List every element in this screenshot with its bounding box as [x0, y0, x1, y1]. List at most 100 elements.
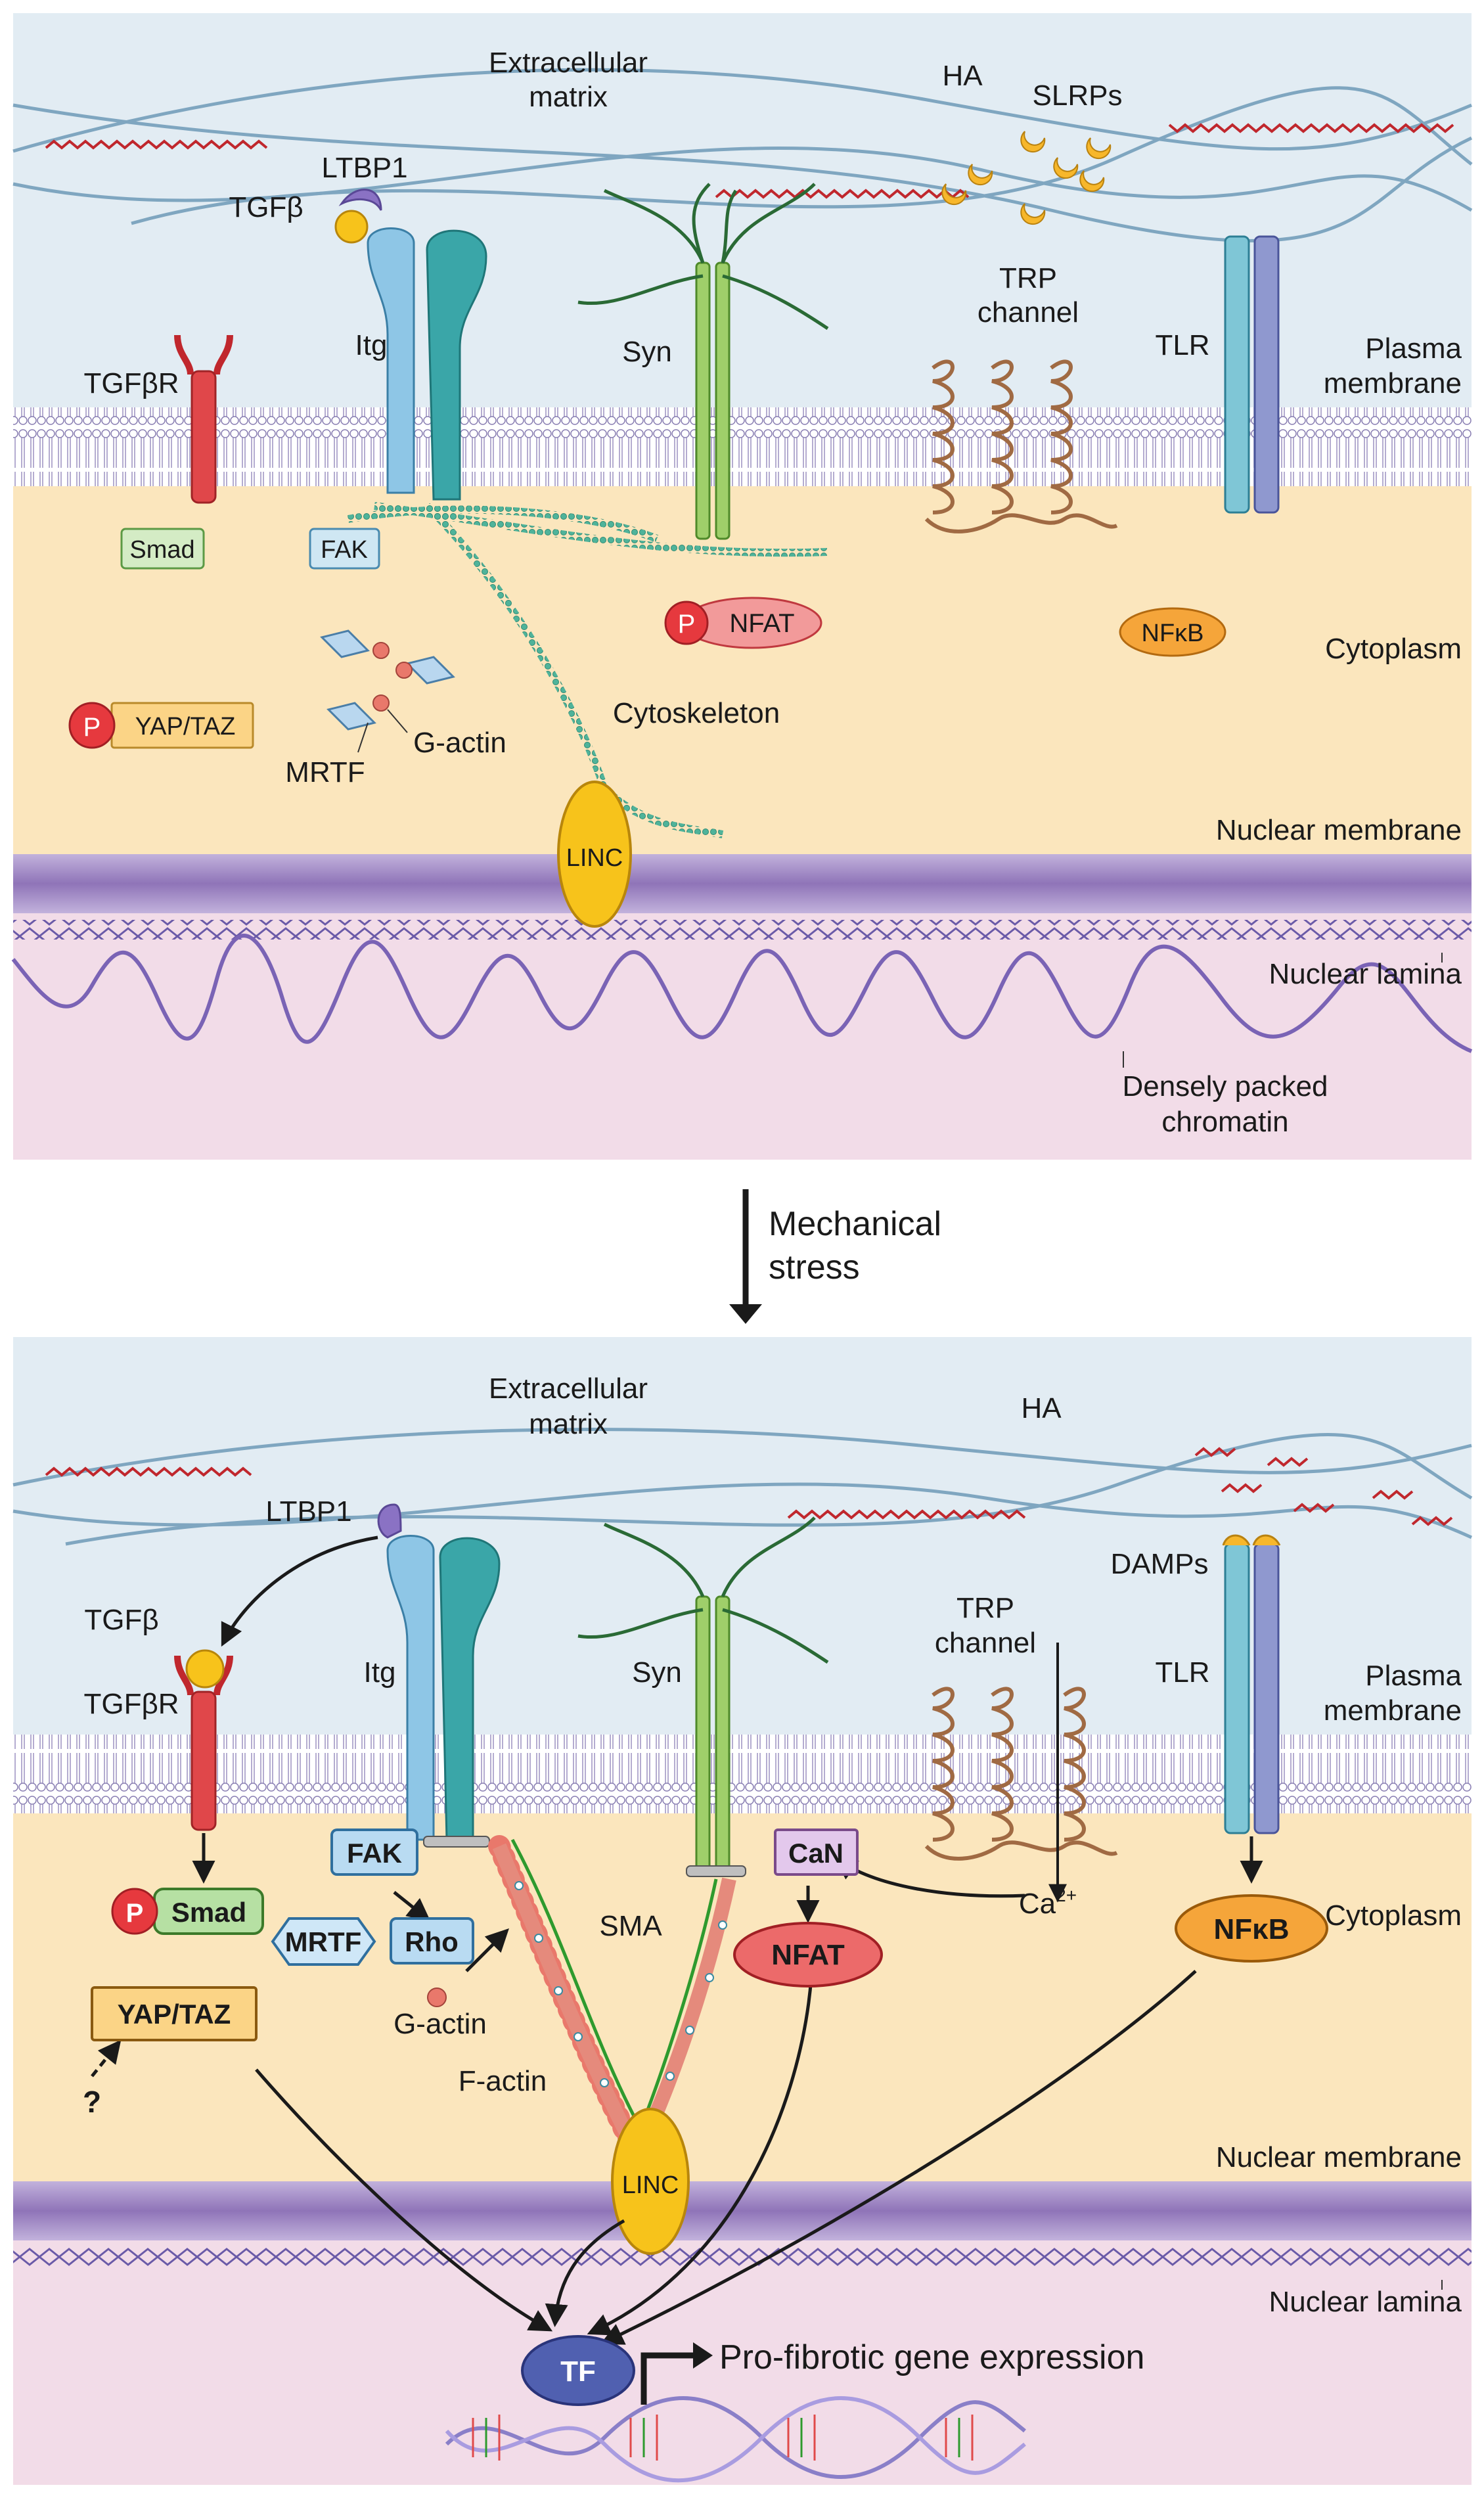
bottom-tlr-label: TLR — [1155, 1656, 1209, 1689]
top-smad-label: Smad — [129, 536, 194, 564]
top-g-actin-label: G-actin — [413, 727, 506, 759]
bottom-gene-expression-label: Pro-fibrotic gene expression — [719, 2338, 1144, 2376]
top-itg-label: Itg — [355, 329, 388, 361]
top-ecm-label-1: Extracellular — [489, 47, 648, 79]
top-cytoskeleton-3 — [347, 505, 659, 543]
bottom-yap-taz-box: YAP/TAZ — [91, 1986, 258, 2041]
top-nuclear-membrane-label: Nuclear membrane — [1216, 814, 1462, 846]
top-nuclear-membrane — [13, 854, 1472, 913]
top-fak-label: FAK — [321, 536, 368, 564]
bottom-tf-label: TF — [560, 2355, 596, 2388]
bottom-ha-label: HA — [1021, 1392, 1062, 1424]
top-yap-phospho — [68, 702, 116, 749]
bottom-ecm-region — [13, 1337, 1472, 1735]
bottom-question-label: ? — [83, 2085, 101, 2119]
bottom-tlr — [1222, 1534, 1281, 1834]
bottom-tgfb-label: TGFβ — [84, 1604, 158, 1636]
top-nuclear-lamina — [13, 920, 1472, 940]
bottom-itg-label: Itg — [364, 1656, 396, 1689]
top-fak-box: FAK — [309, 528, 380, 570]
bottom-fak-label: FAK — [347, 1838, 402, 1869]
bottom-ltbp1-label: LTBP1 — [265, 1495, 351, 1528]
gene-expression-arrow — [641, 2342, 713, 2405]
bottom-smad-p-label: P — [126, 1899, 144, 1928]
top-nfat-label: NFAT — [729, 609, 794, 638]
bottom-smad-group: P Smad — [111, 1888, 264, 1935]
top-trp-label-2: channel — [978, 296, 1079, 329]
bottom-nuclear-membrane — [13, 2181, 1472, 2240]
bottom-plasma-membrane-label-2: membrane — [1324, 1694, 1462, 1727]
top-nuclear-lamina-label: Nuclear lamina — [1269, 958, 1462, 990]
top-nfat-p-label: P — [678, 610, 696, 639]
bottom-cytoplasm-label: Cytoplasm — [1325, 1899, 1462, 1932]
top-ltbp1-label: LTBP1 — [321, 152, 407, 184]
bottom-tgfbr-label: TGFβR — [83, 1688, 179, 1720]
bottom-ca-label: Ca2+ — [1019, 1885, 1077, 1920]
bottom-nfat-label: NFAT — [771, 1939, 845, 1971]
bottom-labels: Extracellular matrix HA LTBP1 TGFβ TGFβR… — [83, 1373, 1462, 2376]
top-plasma-membrane-label-1: Plasma — [1365, 332, 1462, 365]
top-ha-label: HA — [942, 60, 983, 92]
bottom-linc — [611, 2108, 690, 2255]
bottom-syn-label: Syn — [632, 1656, 682, 1689]
bottom-ecm-label-2: matrix — [529, 1408, 608, 1440]
top-plasma-membrane — [13, 407, 1472, 486]
top-syndecan — [577, 183, 829, 540]
top-plasma-membrane-label-2: membrane — [1324, 367, 1462, 399]
bottom-nuclear-lamina-label: Nuclear lamina — [1269, 2286, 1462, 2318]
top-nfat-group: P NFAT — [664, 597, 822, 649]
top-trp-label-1: TRP — [999, 262, 1057, 294]
top-chromatin-label-2: chromatin — [1161, 1106, 1288, 1138]
top-linc — [557, 781, 632, 928]
bottom-trp-label-2: channel — [935, 1627, 1036, 1659]
top-trp-channel — [924, 359, 1118, 534]
top-cytoskeleton-2 — [424, 503, 724, 838]
bottom-nfkb-box: NFκB — [1175, 1894, 1328, 1963]
bottom-f-actin-label: F-actin — [459, 2065, 547, 2097]
top-yap-p-label: P — [83, 713, 101, 742]
top-tgfbr-receptor — [174, 334, 233, 504]
bottom-smad-phospho — [111, 1888, 158, 1935]
bottom-can-box: CaN — [774, 1828, 859, 1876]
transition-label-1: Mechanical — [769, 1205, 941, 1243]
top-syn-label: Syn — [622, 336, 672, 368]
top-tgfbr-label: TGFβR — [83, 367, 179, 399]
bottom-panel — [12, 1337, 1473, 2485]
bottom-nfat-box: NFAT — [733, 1922, 883, 1987]
top-tgfb-label: TGFβ — [229, 191, 303, 223]
top-mrtf-actin — [320, 629, 455, 731]
bottom-can-label: CaN — [788, 1838, 843, 1869]
top-smad-box: Smad — [120, 528, 205, 570]
bottom-sma-right — [639, 1878, 718, 2129]
top-labels: Extracellular matrix HA SLRPs LTBP1 TGFβ… — [83, 47, 1462, 1138]
bottom-g-actin-monomer — [427, 1987, 447, 2007]
bottom-smad-label: Smad — [171, 1897, 246, 1928]
top-mrtf-label: MRTF — [285, 756, 365, 788]
top-integrin — [334, 189, 487, 501]
bottom-g-actin-label: G-actin — [393, 2008, 487, 2040]
bottom-mrtf-label: MRTF — [285, 1926, 362, 1957]
bottom-nucleus-region — [13, 2240, 1472, 2485]
bottom-trp-channel — [924, 1687, 1118, 1861]
top-yap-taz-label: YAP/TAZ — [135, 713, 236, 740]
top-ha-fibers — [45, 123, 1454, 199]
bottom-trp-label-1: TRP — [956, 1592, 1014, 1624]
bottom-sma-left — [510, 1838, 642, 2130]
top-ecm-label-2: matrix — [529, 81, 608, 113]
transition-label-2: stress — [769, 1248, 860, 1286]
top-nfkb-group: NFκB — [1119, 607, 1226, 657]
bottom-nuclear-lamina — [13, 2247, 1472, 2267]
bottom-rho-box: Rho — [390, 1917, 474, 1964]
bottom-ecm-label-1: Extracellular — [489, 1373, 648, 1405]
top-nfkb-label: NFκB — [1142, 620, 1204, 647]
bottom-tf-box: TF — [521, 2335, 635, 2406]
top-cytoplasm-region — [13, 486, 1472, 854]
bottom-plasma-membrane-label-1: Plasma — [1365, 1660, 1462, 1692]
bottom-ha-fibers — [45, 1447, 1453, 1526]
top-chromatin — [11, 934, 1473, 1053]
bottom-mrtf-box: MRTF — [271, 1917, 376, 1966]
bottom-dna — [445, 2396, 1026, 2483]
top-tlr — [1224, 235, 1280, 514]
bottom-yap-taz-label: YAP/TAZ — [118, 1999, 231, 2030]
